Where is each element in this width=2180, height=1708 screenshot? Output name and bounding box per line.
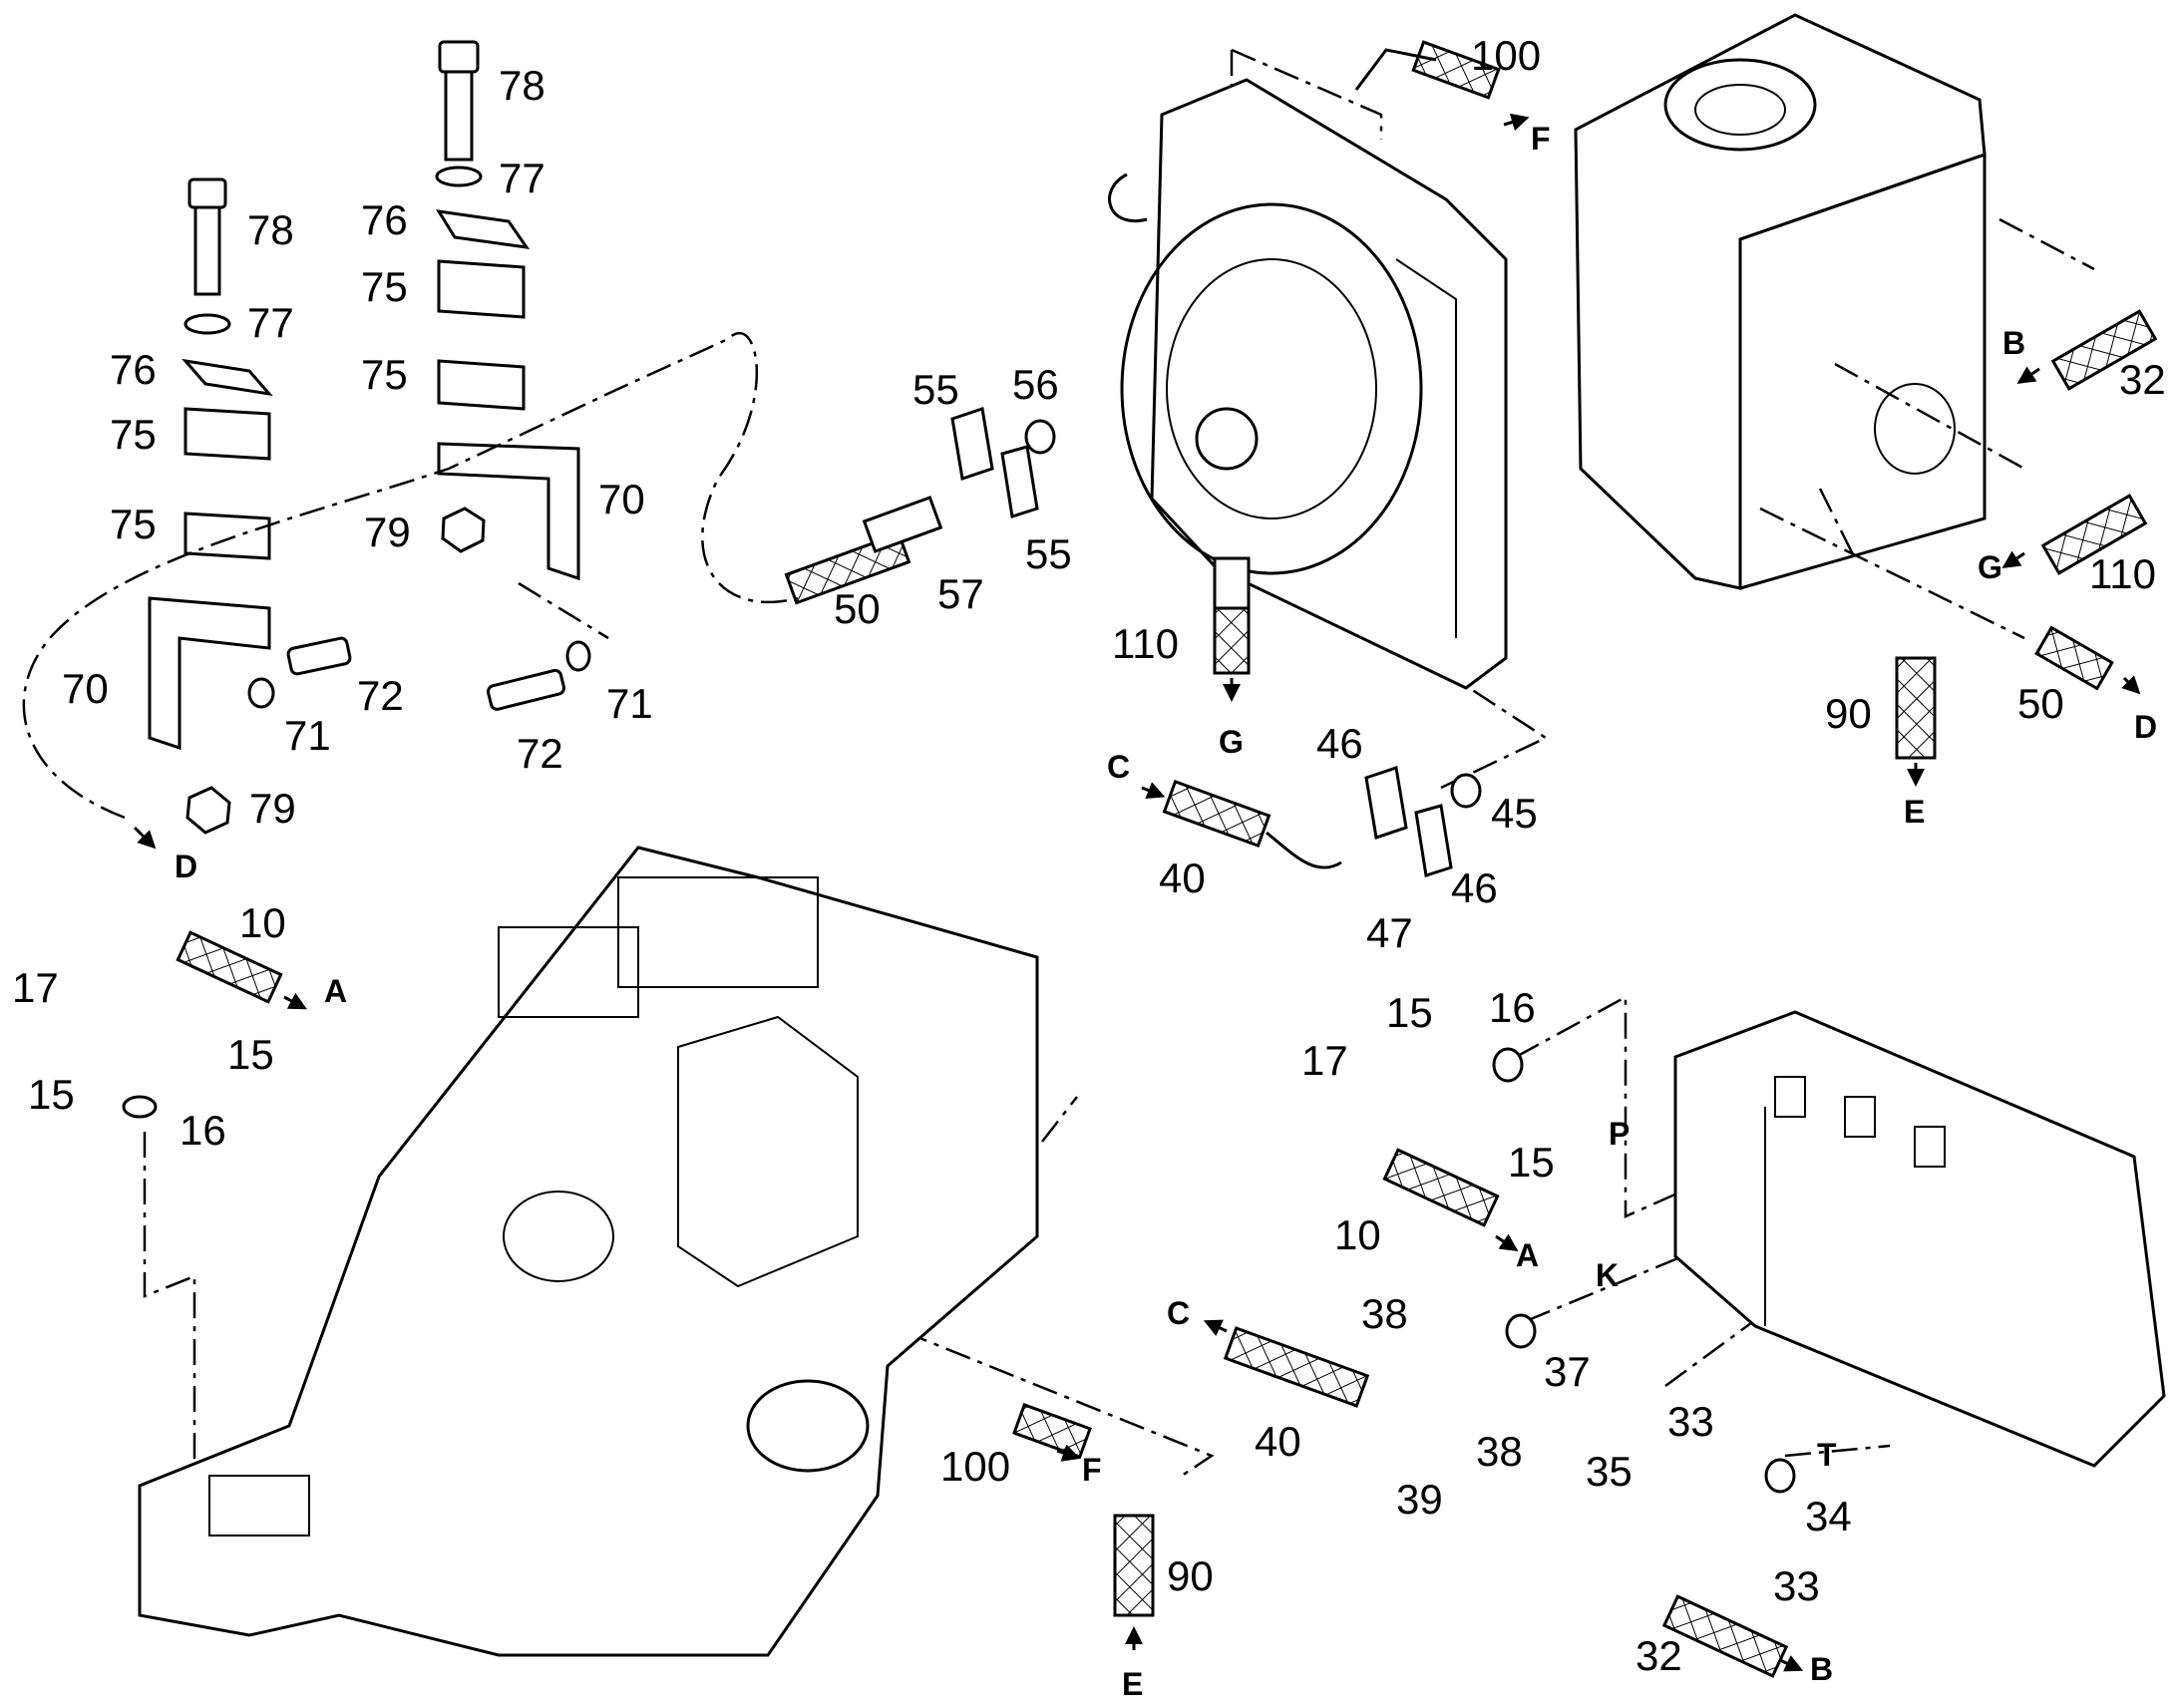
label-55-b: 55 — [1025, 530, 1072, 577]
flange-and-seals — [122, 407, 1796, 1494]
label-78-b: 78 — [499, 62, 545, 109]
radiator-cooler — [1108, 78, 1508, 690]
marker-T: T — [1817, 1437, 1837, 1473]
label-10-a: 10 — [239, 899, 286, 946]
marker-P: P — [1609, 1116, 1630, 1152]
label-32-b: 32 — [1635, 1632, 1682, 1679]
part-labels: 78 77 76 75 75 79 70 78 77 76 75 75 75 7… — [12, 32, 2166, 1679]
label-46-a: 46 — [1316, 720, 1363, 767]
bolt-washer-set — [247, 636, 591, 711]
label-15-a: 15 — [227, 1031, 274, 1078]
label-78-a: 78 — [247, 206, 294, 253]
label-10-b: 10 — [1334, 1211, 1381, 1258]
label-100-b: 100 — [940, 1443, 1010, 1490]
label-76-b: 76 — [361, 196, 408, 243]
marker-C-upper: C — [1107, 749, 1130, 785]
marker-F-lower: F — [1082, 1452, 1102, 1488]
label-34: 34 — [1805, 1493, 1852, 1539]
label-38-a: 38 — [1361, 1290, 1408, 1337]
label-71-b: 71 — [606, 680, 653, 727]
label-55-a: 55 — [912, 366, 959, 413]
label-16-a: 16 — [180, 1107, 226, 1154]
label-15-d: 15 — [1508, 1139, 1555, 1186]
label-75-a: 75 — [110, 411, 157, 458]
label-75-b: 75 — [110, 501, 157, 547]
label-75-c: 75 — [361, 263, 408, 310]
label-79-b: 79 — [364, 509, 411, 555]
marker-B-top: B — [2002, 325, 2025, 361]
label-37: 37 — [1544, 1348, 1591, 1395]
marker-E-right: E — [1904, 794, 1925, 830]
engine-assembly — [138, 846, 1039, 1657]
label-17-a: 17 — [12, 964, 59, 1011]
label-38-b: 38 — [1476, 1428, 1523, 1475]
marker-F-top: F — [1531, 121, 1551, 157]
bracket-assembly-right — [435, 40, 580, 581]
label-56: 56 — [1012, 361, 1059, 408]
marker-D-right: D — [2134, 709, 2157, 745]
label-35: 35 — [1586, 1448, 1633, 1495]
label-40-b: 40 — [1255, 1418, 1301, 1465]
label-110-a: 110 — [1112, 620, 1179, 667]
label-77-a: 77 — [247, 299, 294, 346]
marker-C-lower: C — [1167, 1295, 1190, 1331]
control-valve-block — [1673, 1010, 2166, 1468]
hoses — [176, 40, 2158, 1678]
marker-E-lower: E — [1122, 1666, 1143, 1702]
label-16-b: 16 — [1489, 984, 1536, 1031]
label-72-b: 72 — [517, 730, 563, 777]
label-76-a: 76 — [110, 346, 157, 393]
label-46-b: 46 — [1451, 864, 1498, 911]
marker-D-left: D — [175, 849, 197, 884]
label-17-b: 17 — [1301, 1037, 1348, 1084]
label-70-a: 70 — [62, 665, 109, 712]
label-40-a: 40 — [1159, 854, 1206, 901]
label-47: 47 — [1366, 909, 1413, 956]
label-75-d: 75 — [361, 351, 408, 398]
marker-A-upper: A — [324, 973, 347, 1009]
label-15-b: 15 — [28, 1071, 75, 1118]
label-57: 57 — [937, 570, 984, 617]
marker-A-lower: A — [1516, 1237, 1539, 1273]
marker-G-center: G — [1219, 724, 1244, 760]
label-71-a: 71 — [284, 712, 331, 759]
label-50-a: 50 — [834, 585, 881, 632]
label-50-b: 50 — [2017, 680, 2064, 727]
label-90-b: 90 — [1167, 1552, 1214, 1599]
label-32-a: 32 — [2119, 356, 2166, 403]
label-70-b: 70 — [598, 476, 645, 522]
connection-markers: F B G D E G C D A P A K C T F E B — [133, 113, 2157, 1702]
marker-K: K — [1596, 1257, 1619, 1293]
label-39: 39 — [1396, 1476, 1443, 1523]
marker-B-lower: B — [1810, 1651, 1833, 1687]
label-33-a: 33 — [1667, 1398, 1714, 1445]
hydraulic-tank — [1574, 13, 1987, 590]
label-72-a: 72 — [357, 672, 404, 719]
label-33-b: 33 — [1773, 1562, 1820, 1609]
bracket-assembly-left — [148, 177, 273, 835]
label-77-b: 77 — [499, 155, 545, 201]
label-15-c: 15 — [1386, 989, 1433, 1036]
label-79-a: 79 — [249, 785, 296, 832]
label-100-a: 100 — [1471, 32, 1541, 79]
marker-G-right: G — [1978, 549, 2002, 585]
label-45: 45 — [1491, 790, 1538, 837]
label-90-a: 90 — [1825, 690, 1872, 737]
label-110-b: 110 — [2089, 550, 2156, 597]
